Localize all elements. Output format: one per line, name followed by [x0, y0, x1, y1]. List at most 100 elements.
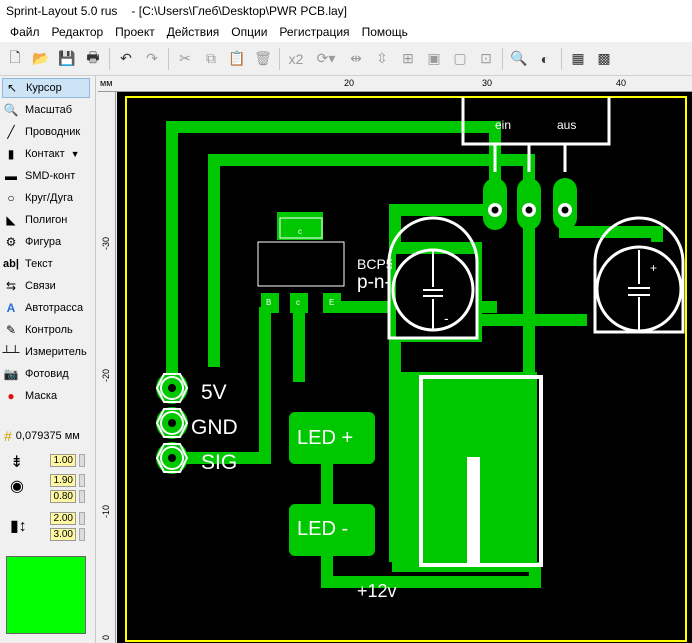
aus-label: aus: [557, 118, 576, 132]
led-minus-pad: [289, 504, 375, 556]
tool-label: Измеритель: [25, 346, 87, 358]
tool-label: SMD-конт: [25, 170, 76, 182]
5v-label: 5V: [201, 381, 227, 404]
cursor-icon: ↖: [6, 81, 18, 95]
save-icon[interactable]: 💾: [58, 50, 76, 66]
tool-label: Фотовид: [25, 368, 69, 380]
print-icon[interactable]: 🖶: [86, 48, 100, 65]
tool-circle[interactable]: ○Круг/Дуга: [2, 188, 90, 208]
menu-project[interactable]: Проект: [115, 25, 155, 39]
pad-outer-spinner[interactable]: [79, 474, 85, 487]
tool-label: Связи: [25, 280, 56, 292]
tool-label: Маска: [25, 390, 58, 402]
base-label: B: [266, 298, 271, 307]
tool-label: Контакт: [25, 148, 65, 160]
board-outline: [125, 96, 687, 642]
tool-shape[interactable]: ⚙Фигура: [2, 232, 90, 252]
file-path: - [C:\Users\Глеб\Desktop\PWR PCB.lay]: [131, 4, 348, 18]
menu-edit[interactable]: Редактор: [51, 25, 104, 39]
tool-smd[interactable]: ▬ SMD-конт: [2, 166, 90, 186]
group-icon[interactable]: ▣: [427, 50, 441, 66]
pcb-canvas[interactable]: ein aus c B c E BCP56 p-n-p 20V0.5A -: [117, 92, 692, 643]
tool-track[interactable]: ╱Проводник: [2, 122, 90, 142]
redo-icon[interactable]: ↷: [146, 50, 158, 66]
snap-icon[interactable]: ⊡: [480, 50, 492, 66]
tool-label: Автотрасса: [25, 302, 84, 314]
copy-icon[interactable]: ⧉: [206, 50, 216, 66]
tool-label: Проводник: [25, 126, 81, 138]
track-width-input[interactable]: 1.00: [50, 454, 76, 467]
new-file-icon[interactable]: 🗋: [9, 48, 21, 65]
undo-icon[interactable]: ↶: [120, 50, 132, 66]
toolbar-separator: [561, 47, 562, 70]
board-info-icon[interactable]: ▦: [571, 50, 585, 66]
menu-register[interactable]: Регистрация: [279, 25, 350, 39]
ruler-unit: мм: [100, 78, 113, 88]
connections-icon: ⇆: [5, 279, 17, 293]
tool-cursor[interactable]: ↖ Курсор: [2, 78, 90, 98]
cap1-minus-label: -: [444, 310, 449, 326]
menu-actions[interactable]: Действия: [166, 25, 220, 39]
smd-width-spinner[interactable]: [79, 512, 85, 525]
smd-height-input[interactable]: 3.00: [50, 528, 76, 541]
chevron-down-icon[interactable]: ▼: [70, 149, 80, 159]
pad-outer-input[interactable]: 1.90: [50, 474, 76, 487]
mirror-horizontal-icon[interactable]: ⇹: [350, 50, 362, 66]
track-width-icon: ⇟: [10, 454, 24, 471]
tool-measure[interactable]: ┴┴Измеритель: [2, 342, 90, 362]
transistor-footprint: [257, 212, 345, 313]
layer-color-swatch[interactable]: [6, 556, 86, 634]
title-bar: Sprint-Layout 5.0 rus - [C:\Users\Глеб\D…: [0, 0, 692, 22]
toolbar-separator: [168, 47, 169, 70]
header-pads: [155, 372, 189, 474]
track-width-spinner[interactable]: [79, 454, 85, 467]
capacitor-2: [587, 216, 685, 337]
tool-pad[interactable]: ▮ Контакт ▼: [2, 144, 90, 164]
tool-label: Курсор: [26, 82, 62, 94]
ruler-top: мм 20 30 40: [98, 76, 692, 92]
test-icon: ✎: [5, 323, 17, 337]
mirror-vertical-icon[interactable]: ⇳: [376, 50, 388, 66]
pad-inner-spinner[interactable]: [79, 490, 85, 503]
grid-setting[interactable]: # 0,079375 мм: [4, 428, 80, 444]
pcb-icon[interactable]: ▩: [597, 50, 611, 66]
menu-options[interactable]: Опции: [231, 25, 268, 39]
smd-pad-icon: ▬: [5, 169, 17, 183]
zoom-icon: 🔍: [3, 103, 19, 117]
menu-help[interactable]: Помощь: [361, 25, 408, 39]
duplicate-button[interactable]: x2: [288, 50, 304, 67]
ruler-tick-label: 30: [482, 78, 493, 88]
camera-icon: 📷: [3, 367, 19, 381]
zoom-icon[interactable]: 🔍: [510, 50, 528, 66]
pcb-layout[interactable]: ein aus c B c E BCP56 p-n-p 20V0.5A -: [117, 92, 692, 643]
tool-mask[interactable]: ●Маска: [2, 386, 90, 406]
pad-icon: ▮: [7, 147, 15, 161]
tool-polygon[interactable]: ◣Полигон: [2, 210, 90, 230]
toolbar-separator: [279, 47, 280, 70]
smd-width-input[interactable]: 2.00: [50, 512, 76, 525]
rotate-icon[interactable]: ⟳▾: [316, 50, 336, 66]
tool-zoom[interactable]: 🔍Масштаб: [2, 100, 90, 120]
connector-silk: [419, 375, 543, 567]
ungroup-icon[interactable]: ▢: [453, 50, 467, 66]
paste-icon[interactable]: 📋: [228, 50, 246, 66]
connector-pin: [467, 457, 480, 567]
open-file-icon[interactable]: 📂: [32, 50, 50, 66]
tool-test[interactable]: ✎Контроль: [2, 320, 90, 340]
layer-view-icon[interactable]: ◐: [540, 50, 550, 67]
polygon-icon: ◣: [6, 213, 16, 227]
tool-text[interactable]: ab|Текст: [2, 254, 90, 274]
menu-file[interactable]: Файл: [10, 25, 40, 39]
pad-inner-input[interactable]: 0.80: [50, 490, 76, 503]
tool-connections[interactable]: ⇆ Связи: [2, 276, 90, 296]
align-icon[interactable]: ⊞: [402, 50, 414, 66]
menu-bar: Файл Редактор Проект Действия Опции Реги…: [0, 22, 692, 42]
tool-photoview[interactable]: 📷 Фотовид: [2, 364, 90, 384]
cut-icon[interactable]: ✂: [179, 50, 191, 66]
delete-icon[interactable]: 🗑: [254, 50, 272, 66]
text-icon: ab|: [3, 258, 19, 270]
grid-value: 0,079375 мм: [15, 430, 80, 442]
smd-height-spinner[interactable]: [79, 528, 85, 541]
pad-size-icon: ◉: [10, 478, 24, 495]
